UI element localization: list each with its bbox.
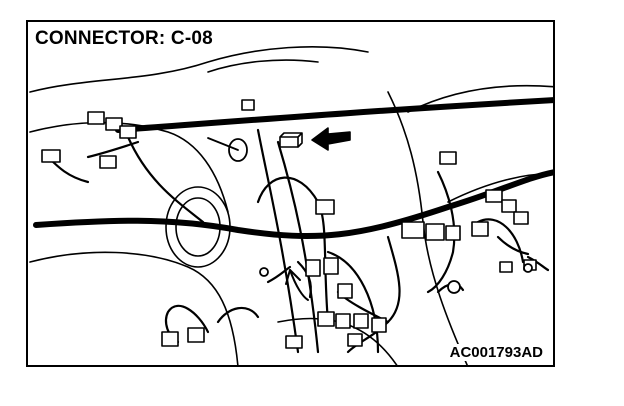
connector bbox=[87, 111, 105, 125]
connector bbox=[99, 155, 117, 169]
connector bbox=[485, 189, 503, 203]
connector bbox=[401, 221, 425, 239]
connector bbox=[471, 221, 489, 237]
route-arrow bbox=[285, 269, 309, 301]
connector bbox=[105, 117, 123, 131]
diagram-title: CONNECTOR: C-08 bbox=[35, 28, 217, 50]
connector bbox=[353, 313, 369, 329]
connector bbox=[315, 199, 335, 215]
connector bbox=[371, 317, 387, 333]
diagram-frame: CONNECTOR: C-08 AC001793AD bbox=[26, 20, 555, 367]
connector bbox=[445, 225, 461, 241]
connector bbox=[439, 151, 457, 165]
connector bbox=[501, 199, 517, 213]
connector bbox=[425, 223, 445, 241]
connector bbox=[41, 149, 61, 163]
connector bbox=[499, 261, 513, 273]
figure-code: AC001793AD bbox=[447, 344, 545, 361]
grommets bbox=[207, 137, 533, 294]
connector bbox=[513, 211, 529, 225]
connector bbox=[335, 313, 351, 329]
wiring-harness-illustration bbox=[29, 46, 553, 365]
connector bbox=[323, 257, 339, 275]
connector bbox=[317, 311, 335, 327]
connector bbox=[305, 259, 321, 277]
connector bbox=[161, 331, 179, 347]
connector bbox=[187, 327, 205, 343]
pointer-arrow bbox=[311, 127, 351, 151]
connector bbox=[119, 125, 137, 139]
connector-c08 bbox=[279, 132, 303, 148]
connectors bbox=[41, 99, 537, 349]
connector bbox=[347, 333, 363, 347]
connector bbox=[285, 335, 303, 349]
connector bbox=[241, 99, 255, 111]
connector bbox=[337, 283, 353, 299]
